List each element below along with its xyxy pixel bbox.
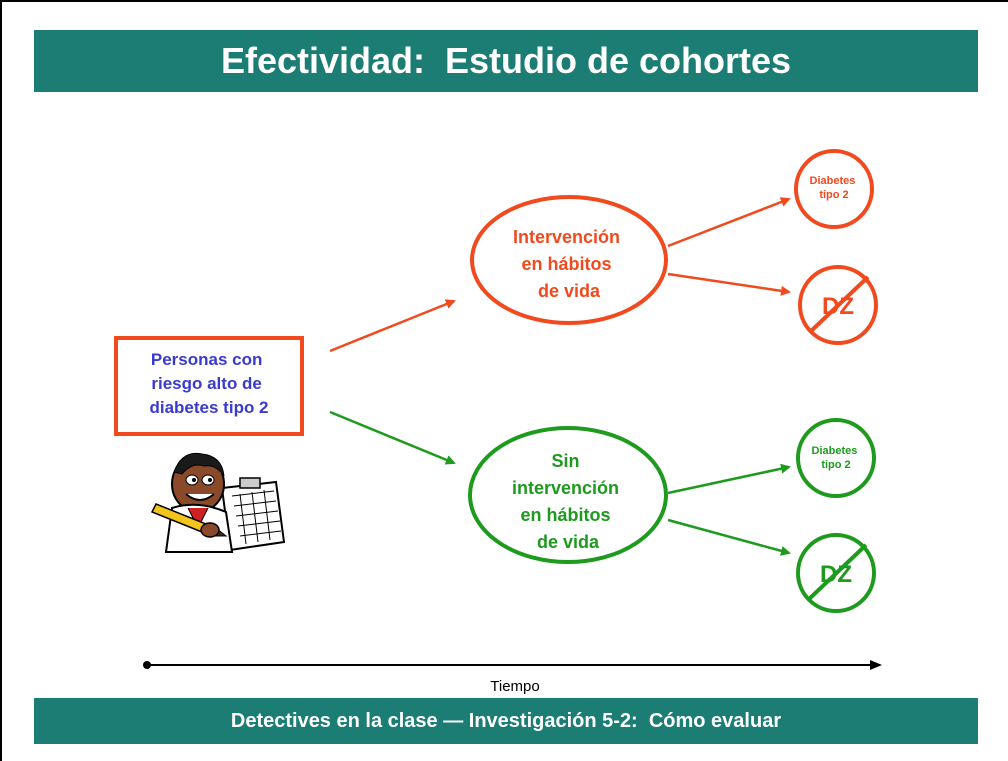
intervention-line-1: Intervención — [513, 227, 620, 247]
no-intervention-group-node: Sin intervención en hábitos de vida — [468, 426, 668, 564]
population-line-3: diabetes tipo 2 — [149, 398, 268, 417]
no-symbol-slash — [808, 275, 870, 334]
slide-title: Efectividad: Estudio de cohortes — [220, 40, 792, 81]
arrow-to-no-intervention — [329, 410, 456, 465]
title-bar: Efectividad: Estudio de cohortes — [34, 30, 978, 92]
no-intervention-no-disease-outcome: DZ — [796, 533, 876, 613]
no-intervention-line-2: intervención — [512, 478, 619, 498]
no-symbol-slash — [806, 543, 868, 602]
no-intervention-line-3: en hábitos — [520, 505, 610, 525]
no-intervention-line-1: Sin — [551, 451, 579, 471]
arrow-intervention-to-no-disease — [667, 272, 791, 296]
no-intervention-line-4: de vida — [537, 532, 600, 552]
no-intervention-diabetes-outcome: Diabetes tipo 2 — [796, 418, 876, 498]
footer-text: Detectives en la clase — Investigación 5… — [230, 709, 782, 732]
footer-bar: Detectives en la clase — Investigación 5… — [34, 698, 978, 744]
no-intervention-diabetes-line-1: Diabetes — [812, 445, 858, 457]
timeline-label: Tiempo — [490, 678, 539, 695]
intervention-line-3: de vida — [538, 281, 601, 301]
intervention-group-node: Intervención en hábitos de vida — [470, 195, 668, 325]
detective-icon — [150, 452, 286, 553]
population-line-1: Personas con — [151, 350, 263, 369]
intervention-diabetes-outcome: Diabetes tipo 2 — [794, 149, 874, 229]
intervention-diabetes-line-1: Diabetes — [810, 175, 856, 187]
svg-text:Diabetes tipo 2: Diabetes tipo 2 — [812, 445, 861, 471]
arrow-to-intervention — [329, 299, 456, 353]
svg-text:Personas con riesgo al: Personas con riesgo alto de diabetes tip… — [149, 350, 268, 417]
arrow-no-intervention-to-no-disease — [667, 518, 791, 556]
svg-text:Intervención en hábito: Intervención en hábitos de vida — [513, 227, 625, 301]
population-line-2: riesgo alto de — [151, 374, 262, 393]
no-intervention-diabetes-line-2: tipo 2 — [821, 459, 850, 471]
arrow-intervention-to-diabetes — [667, 197, 791, 248]
arrow-no-intervention-to-diabetes — [667, 463, 791, 495]
population-box: Personas con riesgo alto de diabetes tip… — [114, 336, 304, 436]
svg-text:Diabetes tipo 2: Diabetes tipo 2 — [810, 175, 859, 201]
svg-text:Sin intervención: Sin intervención en hábitos de vida — [512, 451, 624, 552]
intervention-diabetes-line-2: tipo 2 — [819, 189, 848, 201]
intervention-line-2: en hábitos — [521, 254, 611, 274]
intervention-no-disease-outcome: DZ — [798, 265, 878, 345]
timeline: Tiempo — [143, 660, 882, 695]
